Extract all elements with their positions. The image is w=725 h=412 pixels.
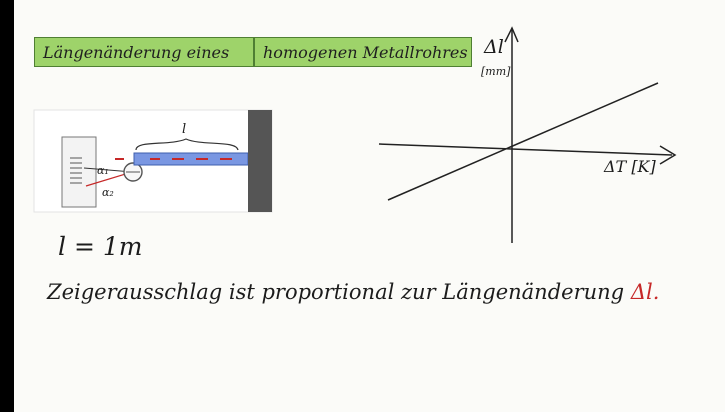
statement: Zeigerausschlag ist proportional zur Län… <box>47 280 659 304</box>
graph-proportional-line <box>387 82 659 201</box>
title-box-left: Längenänderung eines <box>34 37 254 67</box>
length-brace <box>135 138 239 151</box>
statement-text: Zeigerausschlag ist proportional zur Län… <box>47 280 625 304</box>
graph-y-arrowhead <box>504 26 519 43</box>
graph-x-label: ΔT [K] <box>604 157 656 176</box>
scale-ticks <box>70 157 82 184</box>
title-box-right: homogenen Metallrohres <box>254 37 472 67</box>
graph-y-label: Δl <box>484 36 504 58</box>
diagram-length-label: l <box>182 122 187 137</box>
scale-label-1: α₁ <box>97 164 109 177</box>
wall <box>248 110 272 212</box>
title-part-2: homogenen Metallrohres <box>263 42 468 62</box>
title-part-1: Längenänderung eines <box>43 42 230 62</box>
scale-label-2: α₂ <box>102 186 114 199</box>
scale-box <box>61 136 97 208</box>
length-value: l = 1m <box>58 232 143 261</box>
graph-y-unit: [mm] <box>481 65 511 78</box>
statement-symbol: Δl. <box>630 280 660 304</box>
graph-x-arrowhead <box>659 145 677 165</box>
graph-x-axis <box>378 143 673 156</box>
